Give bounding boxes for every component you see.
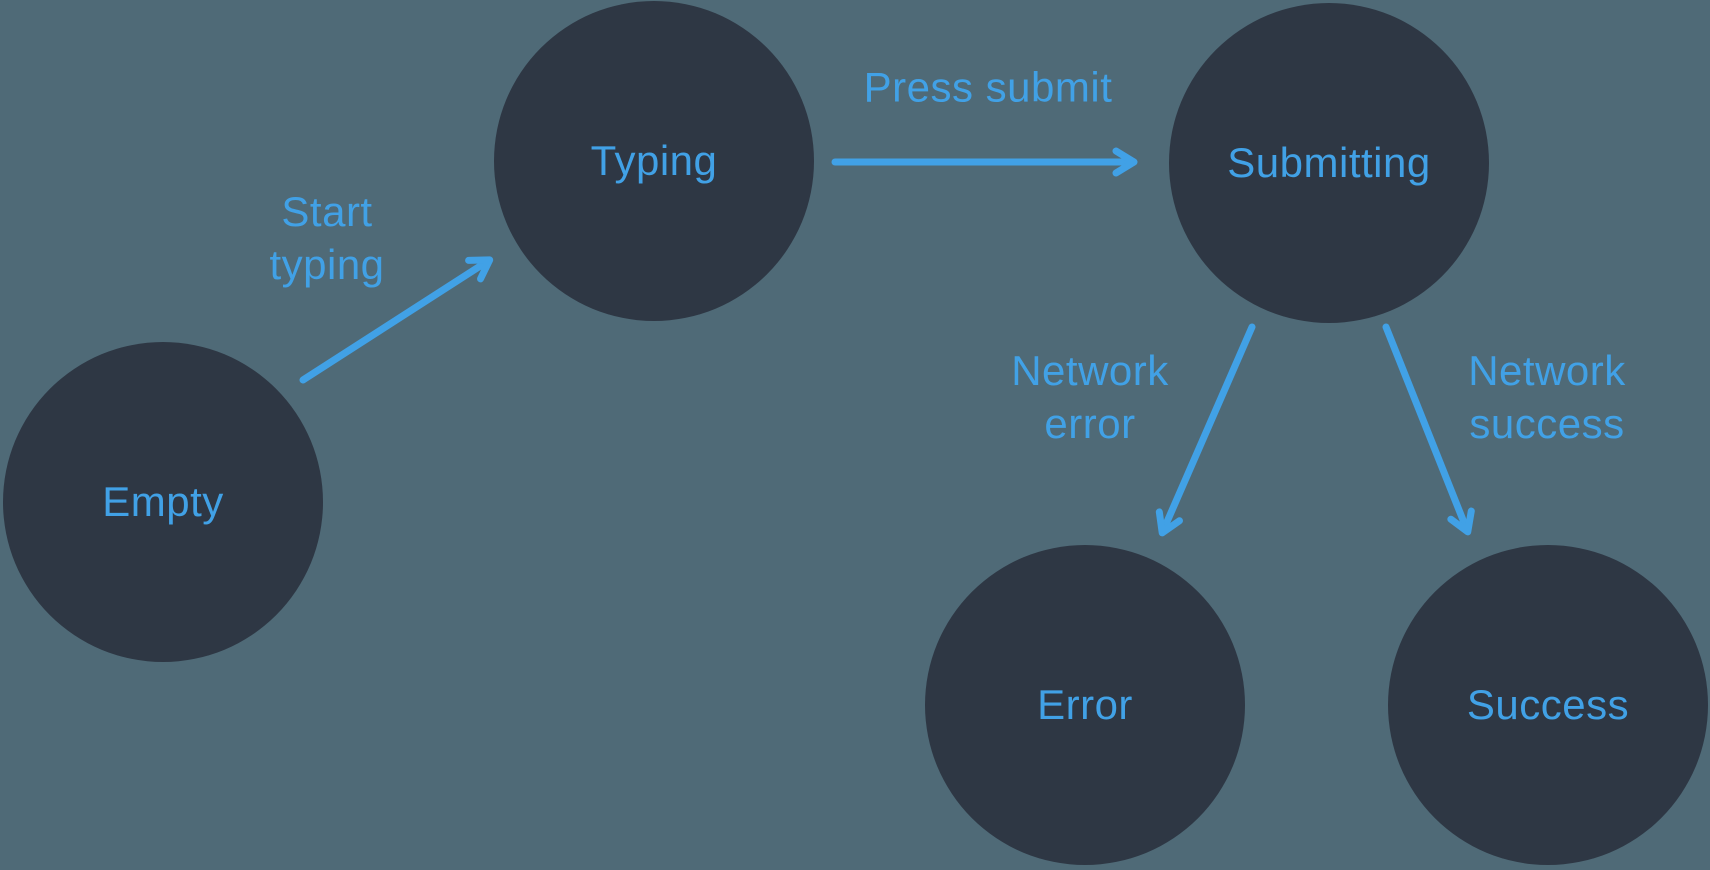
state-node-success: Success (1388, 545, 1708, 865)
transition-label-network-success: Network success (1468, 344, 1626, 450)
state-label-typing: Typing (590, 137, 718, 184)
transition-label-start-typing: Start typing (269, 185, 384, 291)
state-label-submitting: Submitting (1227, 139, 1431, 186)
transition-arrow-submitting-to-error (1155, 323, 1256, 537)
state-label-empty: Empty (102, 478, 224, 525)
transition-arrow-submitting-to-success (1382, 323, 1475, 536)
state-label-success: Success (1466, 681, 1630, 728)
transition-label-line: Start (281, 188, 373, 235)
state-node-submitting: Submitting (1169, 3, 1489, 323)
transition-label-line: success (1469, 400, 1625, 447)
transition-label-line: Network (1468, 347, 1626, 394)
transition-label-line: Press submit (863, 63, 1113, 111)
state-node-typing: Typing (494, 1, 814, 321)
transition-label-line: typing (269, 241, 385, 288)
state-node-empty: Empty (3, 342, 323, 662)
transition-label-line: Network (1011, 347, 1169, 394)
transition-arrow-empty-to-typing (299, 256, 494, 384)
transition-label-line: error (1044, 400, 1136, 447)
state-label-error: Error (1037, 681, 1133, 728)
transition-label-press-submit: Press submit (864, 61, 1113, 114)
transition-label-network-error: Network error (1011, 344, 1169, 450)
state-node-error: Error (925, 545, 1245, 865)
